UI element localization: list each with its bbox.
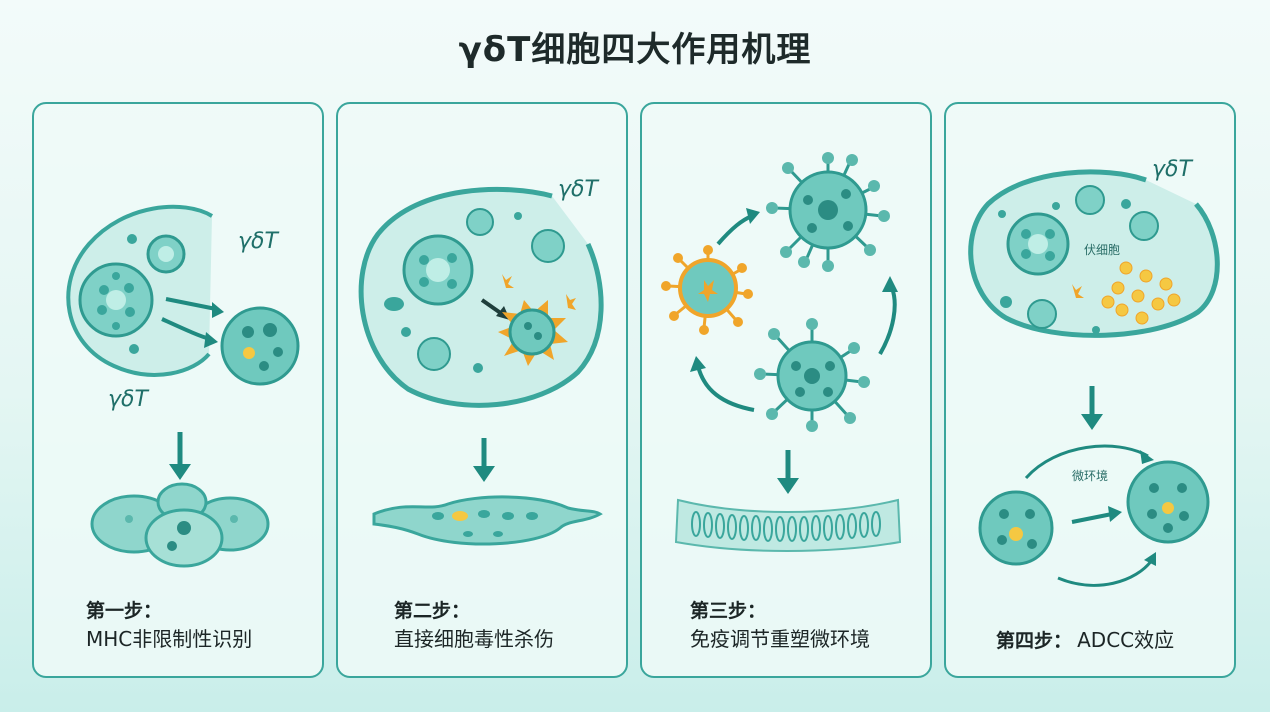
panel-step-2: γδT 第二步： 直接细胞毒性杀伤 [336, 102, 628, 678]
host-cell-membrane [968, 169, 1220, 338]
step-4-illustration: 伏细胞 γδT 微环境 [968, 157, 1220, 587]
page-title: γδT细胞四大作用机理 [458, 30, 812, 70]
tumor-cell-label: 伏细胞 [1084, 243, 1120, 257]
step-2-illustration: γδT [358, 177, 604, 546]
step-1-description: MHC非限制性识别 [86, 627, 253, 651]
gdt-cell [220, 306, 300, 386]
gdt-label: γδT [558, 177, 599, 202]
step-4-number: 第四步： [996, 630, 1073, 652]
step-3-number: 第三步： [690, 600, 767, 622]
gdt-label-2: γδT [108, 387, 149, 412]
step-1-number: 第一步： [86, 600, 163, 622]
step-2-description: 直接细胞毒性杀伤 [394, 627, 554, 651]
microenv-label: 微环境 [1072, 468, 1108, 483]
step-2-number: 第二步： [394, 600, 471, 622]
step-4-description: ADCC效应 [1077, 628, 1175, 652]
gdt-label: γδT [238, 229, 279, 254]
panel-step-3: 第三步： 免疫调节重塑微环境 [640, 102, 932, 678]
panel-step-4: 伏细胞 γδT 微环境 第四步： ADCC效应 [944, 102, 1236, 678]
panel-step-1: γδT γδT 第一步： MHC非限制性识别 [32, 102, 324, 678]
step-3-description: 免疫调节重塑微环境 [690, 627, 870, 651]
step-3-illustration [661, 152, 902, 552]
gdt-label: γδT [1152, 157, 1193, 182]
step-1-illustration: γδT γδT [66, 204, 300, 568]
